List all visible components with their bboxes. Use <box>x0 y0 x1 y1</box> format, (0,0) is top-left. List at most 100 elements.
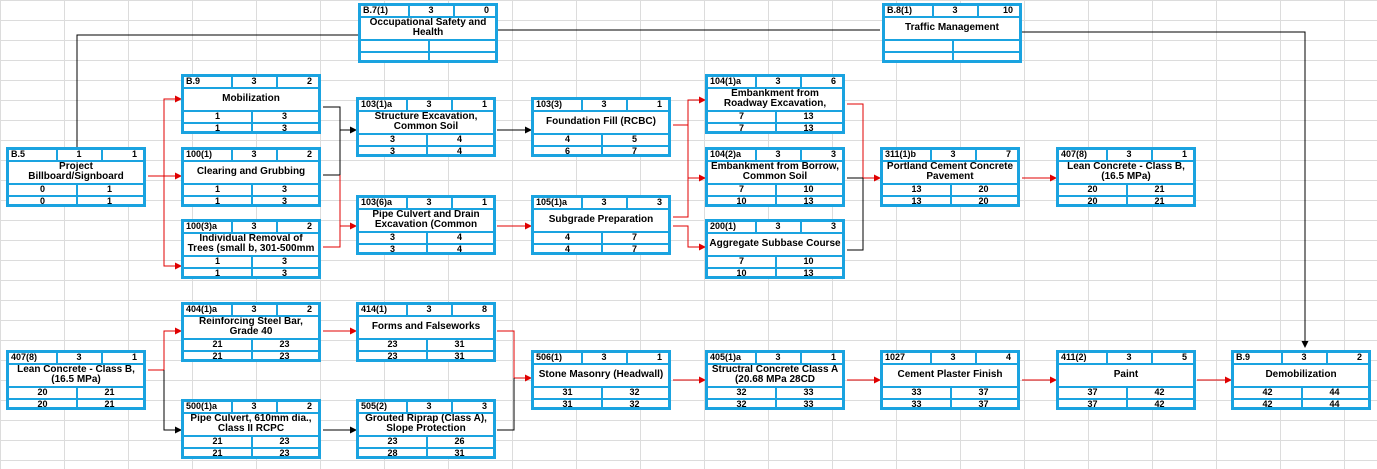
early-start: 4 <box>564 134 570 144</box>
early-start: 1 <box>214 184 220 194</box>
late-finish: 23 <box>279 448 290 458</box>
item-value: 7 <box>1005 149 1011 159</box>
late-start: 37 <box>1087 399 1098 409</box>
arrow-103-3-to-104 <box>673 96 706 126</box>
late-start: 23 <box>387 351 398 361</box>
item-value: 2 <box>306 304 312 314</box>
late-times-row <box>885 51 1019 63</box>
early-start: 4 <box>564 232 570 242</box>
early-finish: 5 <box>631 134 637 144</box>
activity-name: Embankment from Roadway Excavation, <box>723 89 827 109</box>
late-start: 20 <box>37 399 48 409</box>
arrow-removal-to-103-6a <box>323 226 341 248</box>
activity-name: Subgrade Preparation <box>548 214 654 225</box>
item-code: 104(2)a <box>710 149 742 159</box>
early-start: 31 <box>562 387 573 397</box>
activity-name: Lean Concrete - Class B, (16.5 MPa) <box>17 365 135 385</box>
item-code: 311(1)b <box>885 149 917 159</box>
late-finish: 31 <box>454 448 465 458</box>
late-finish: 33 <box>803 399 814 409</box>
late-finish: 23 <box>279 351 290 361</box>
early-start: 20 <box>37 387 48 397</box>
late-start: 10 <box>736 268 747 278</box>
item-value: 1 <box>656 99 662 109</box>
activity-name: Pipe Culvert, 610mm dia., Class II RCPC <box>190 414 312 434</box>
early-times-row <box>361 39 495 51</box>
item-value: 3 <box>830 221 836 231</box>
item-value: 1 <box>1181 149 1187 159</box>
item-value: 1 <box>656 352 662 362</box>
late-start: 1 <box>214 268 220 278</box>
early-finish: 23 <box>279 436 290 446</box>
activity-name: Occupational Safety and Health <box>369 18 487 38</box>
activity-name: Mobilization <box>222 93 280 104</box>
arrow-414-to-506 <box>497 330 532 382</box>
node-header: 103(3) 3 1 <box>534 99 668 112</box>
early-start: 21 <box>212 436 223 446</box>
late-start: 4 <box>564 244 570 254</box>
item-value: 2 <box>306 221 312 231</box>
item-duration: 3 <box>775 76 781 86</box>
item-duration: 3 <box>428 5 434 15</box>
item-code: B.5 <box>11 149 26 159</box>
arrow-200-to-311 <box>847 178 864 251</box>
item-code: 100(1) <box>186 149 213 159</box>
arrow-505-to-506 <box>497 378 515 431</box>
arrow-104-1a-to-311 <box>847 103 881 182</box>
activity-name: Structral Concrete Class A (20.68 MPa 28… <box>711 365 839 385</box>
activity-name: Aggregate Subbase Course <box>709 238 841 249</box>
early-start: 0 <box>39 184 45 194</box>
item-duration: 3 <box>426 99 432 109</box>
early-start: 32 <box>736 387 747 397</box>
item-value: 2 <box>306 76 312 86</box>
item-value: 1 <box>131 149 137 159</box>
arrow-b5-to-demob <box>76 29 1305 347</box>
early-finish: 3 <box>281 256 287 266</box>
early-finish: 7 <box>631 232 637 242</box>
item-duration: 3 <box>601 99 607 109</box>
arrow-c2-to-103-6a <box>339 175 357 230</box>
item-code: 407(8) <box>1061 149 1088 159</box>
early-times-row: 21 23 <box>184 435 318 447</box>
late-finish: 1 <box>106 196 112 206</box>
early-finish: 21 <box>1154 184 1165 194</box>
item-value: 4 <box>1005 352 1011 362</box>
item-code: 103(3) <box>536 99 563 109</box>
item-value: 8 <box>481 304 487 314</box>
item-code: 505(2) <box>361 401 388 411</box>
item-duration: 3 <box>1126 352 1132 362</box>
early-finish: 31 <box>454 339 465 349</box>
late-finish: 32 <box>629 399 640 409</box>
early-start: 23 <box>387 436 398 446</box>
